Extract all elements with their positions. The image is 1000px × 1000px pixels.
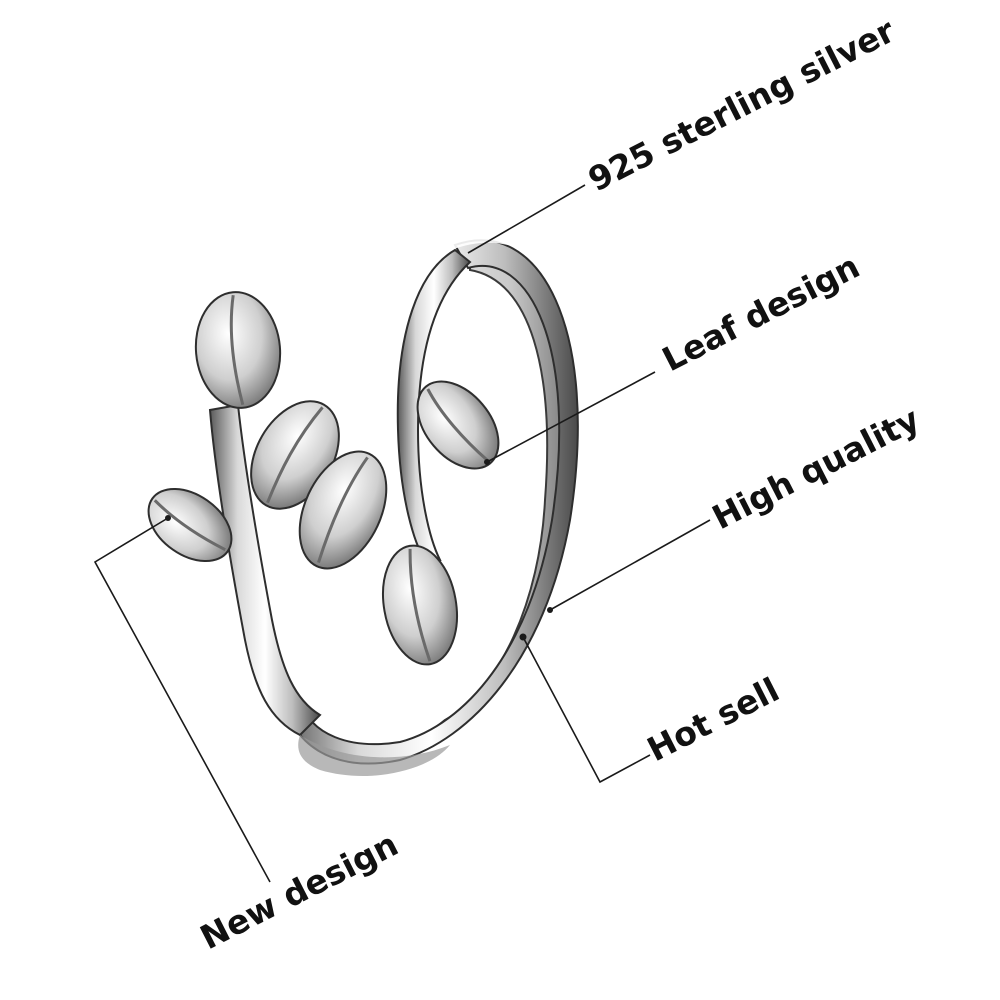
leader-hot — [522, 636, 651, 784]
callout-hot: Hot sell — [641, 670, 785, 769]
callout-silver: 925 sterling silver — [582, 11, 902, 200]
leader-leaf — [486, 371, 656, 463]
leaves — [147, 291, 500, 666]
leader-dot-new — [165, 515, 171, 521]
leader-new — [93, 517, 271, 883]
ring-band-edge — [443, 237, 563, 301]
callout-new: New design — [194, 824, 404, 957]
leaf-bottom-center — [382, 544, 458, 666]
callout-quality: High quality — [706, 399, 926, 537]
leader-dot-hot — [519, 633, 527, 641]
leader-silver — [467, 184, 586, 254]
ring-bottom-shadow — [298, 735, 450, 776]
leader-quality — [549, 519, 711, 611]
callout-leaf: Leaf design — [656, 246, 866, 379]
leaf-band-right — [416, 380, 500, 470]
callout-leaders — [93, 184, 711, 883]
leaf-center — [298, 450, 388, 570]
leader-dot-leaf — [484, 459, 490, 465]
leaf-top-left — [194, 291, 282, 409]
leader-dot-quality — [547, 607, 553, 613]
leaf-small-left — [147, 487, 233, 563]
